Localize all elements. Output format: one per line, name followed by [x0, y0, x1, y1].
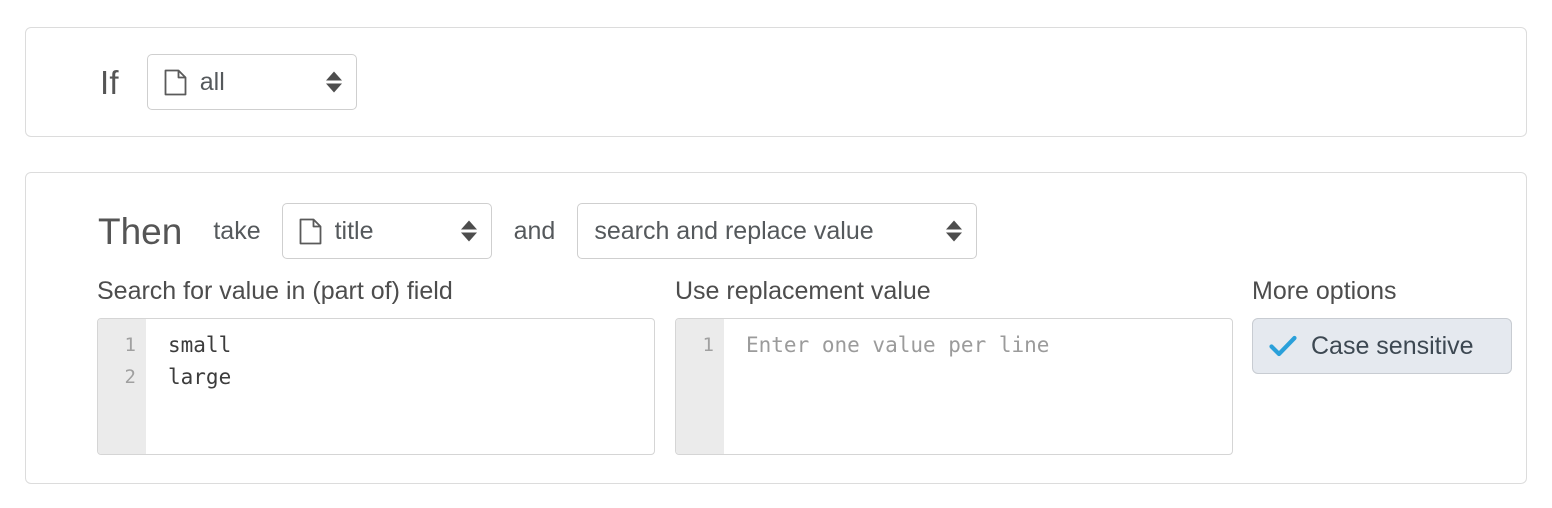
take-label: take: [213, 216, 261, 245]
then-action-select-value: search and replace value: [594, 216, 874, 245]
then-field-select-value: title: [334, 216, 374, 245]
code-line: small: [168, 333, 232, 357]
document-icon: [299, 218, 322, 245]
replace-field-column: Use replacement value 1 Enter one value …: [675, 279, 1233, 455]
case-sensitive-label: Case sensitive: [1311, 331, 1474, 360]
if-field-select-value: all: [199, 67, 225, 96]
then-fields-row: Search for value in (part of) field 1 2 …: [26, 259, 1526, 455]
if-keyword: If: [100, 63, 119, 101]
if-field-select[interactable]: all: [146, 54, 357, 110]
search-editor-gutter: 1 2: [98, 319, 146, 454]
replace-editor-gutter: 1: [676, 319, 724, 454]
and-label: and: [513, 216, 556, 245]
search-field-column: Search for value in (part of) field 1 2 …: [97, 279, 655, 455]
search-editor-content[interactable]: small large: [146, 319, 654, 454]
if-condition-panel: If all: [25, 27, 1527, 137]
replace-editor-placeholder: Enter one value per line: [746, 333, 1050, 357]
then-keyword: Then: [98, 210, 183, 252]
line-number: 1: [124, 334, 136, 356]
document-icon: [164, 69, 187, 96]
check-icon: [1269, 335, 1297, 357]
then-row: Then take title and search and replace v…: [26, 173, 1526, 259]
replacement-value-editor[interactable]: 1 Enter one value per line: [675, 318, 1233, 455]
replace-editor-content[interactable]: Enter one value per line: [724, 319, 1232, 454]
then-action-select[interactable]: search and replace value: [577, 203, 978, 259]
replace-field-label: Use replacement value: [675, 277, 931, 305]
updown-spinner-icon[interactable]: [325, 71, 342, 93]
updown-spinner-icon[interactable]: [460, 220, 477, 242]
code-line: large: [168, 365, 232, 389]
search-field-label: Search for value in (part of) field: [97, 277, 453, 305]
if-row: If all: [26, 28, 1526, 136]
then-action-panel: Then take title and search and replace v…: [25, 172, 1527, 484]
more-options-column: More options Case sensitive: [1252, 279, 1512, 374]
line-number: 1: [702, 334, 714, 356]
case-sensitive-toggle[interactable]: Case sensitive: [1252, 318, 1512, 374]
updown-spinner-icon[interactable]: [946, 220, 963, 242]
line-number: 2: [124, 366, 136, 388]
search-value-editor[interactable]: 1 2 small large: [97, 318, 655, 455]
then-field-select[interactable]: title: [281, 203, 492, 259]
more-options-label: More options: [1252, 277, 1397, 305]
